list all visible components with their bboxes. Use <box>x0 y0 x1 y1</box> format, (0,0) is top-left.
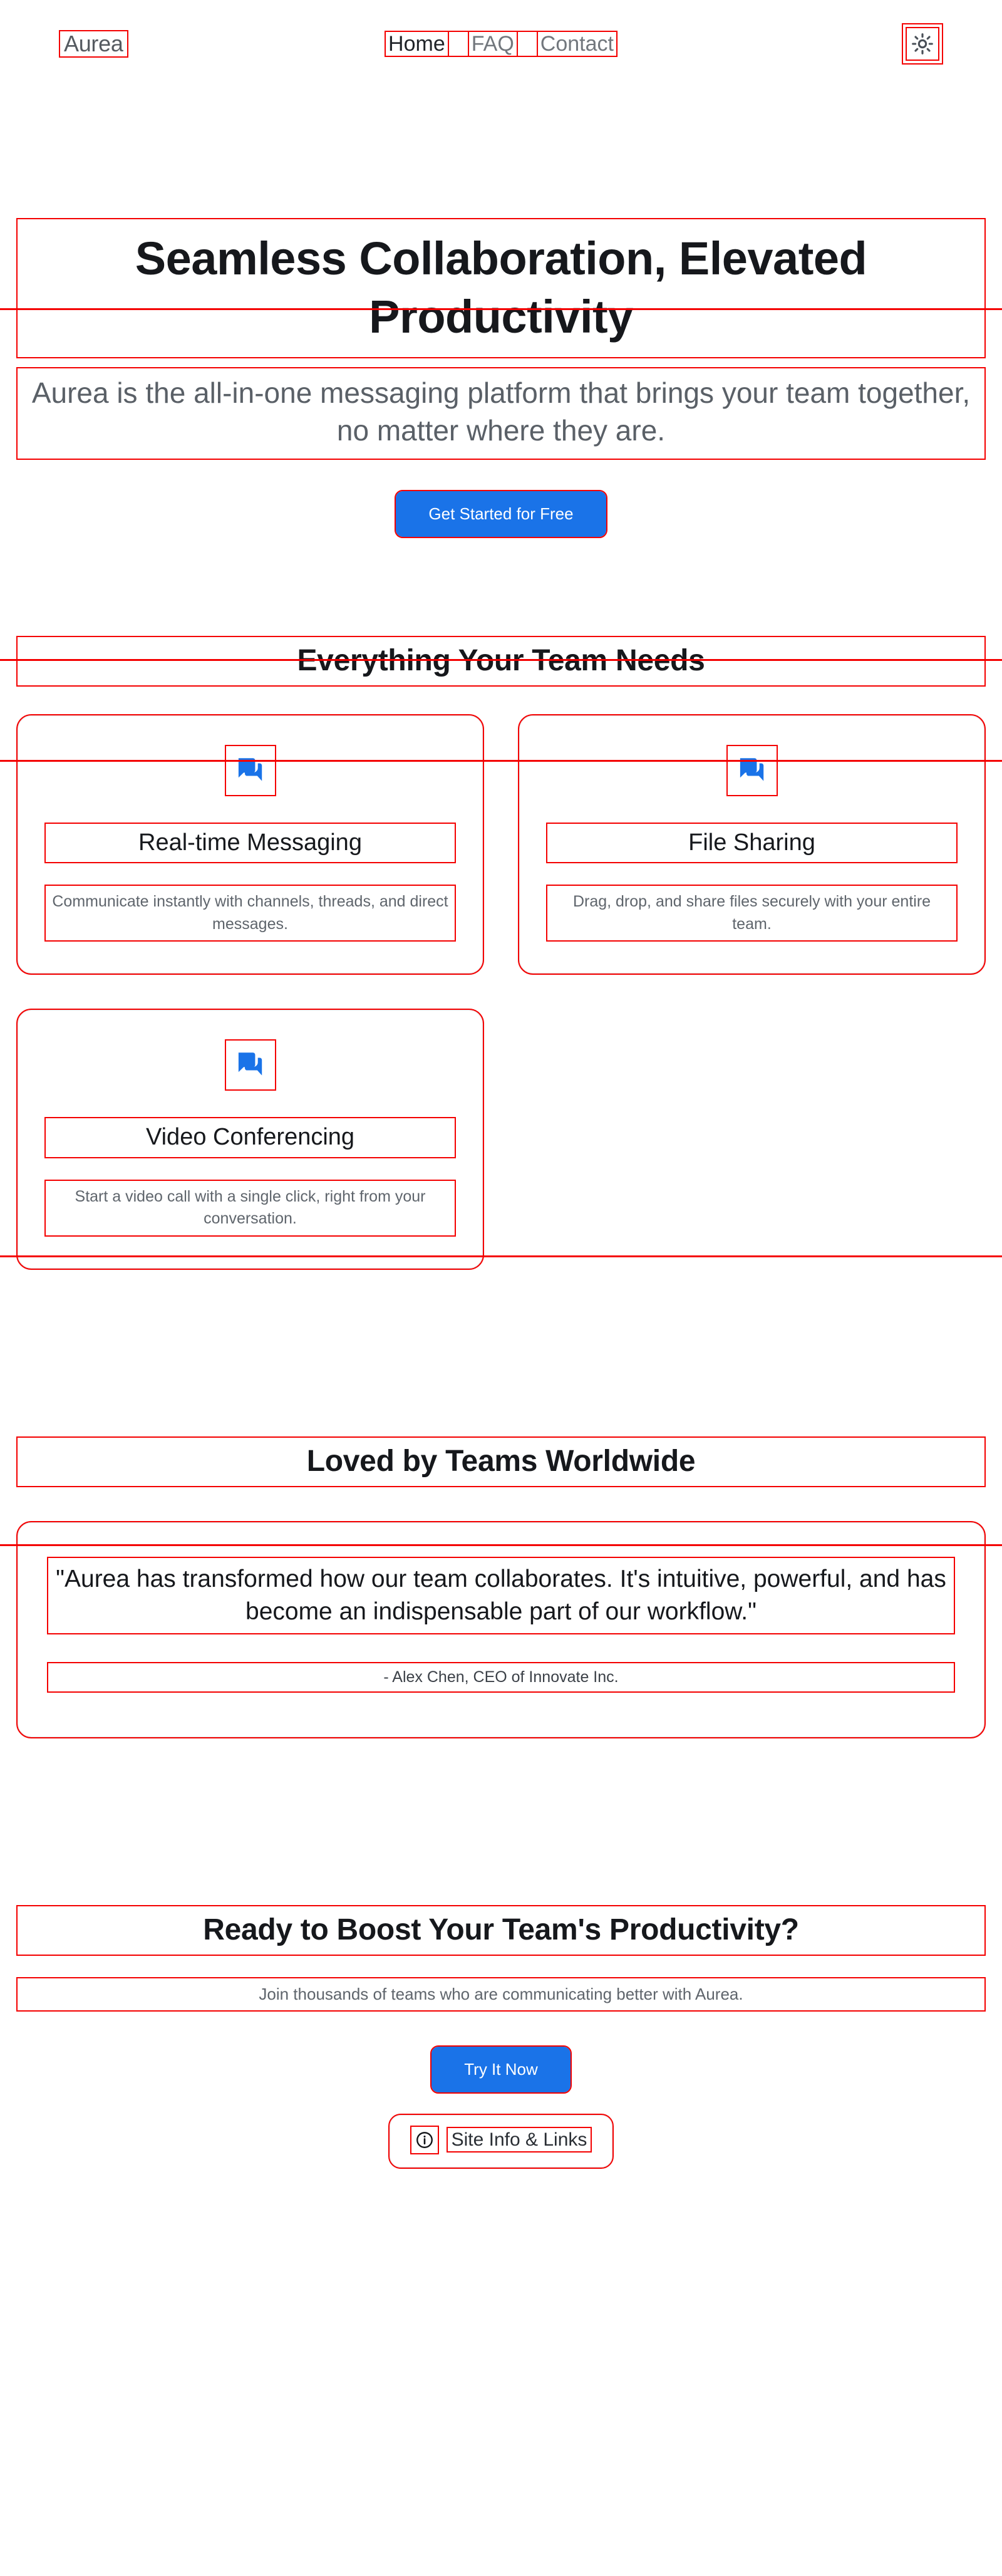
features-heading: Everything Your Team Needs <box>16 635 986 687</box>
info-circle-icon <box>410 2125 439 2154</box>
chat-bubbles-icon <box>224 1039 276 1091</box>
section-divider <box>0 308 1002 310</box>
section-divider <box>0 659 1002 661</box>
page-title: Seamless Collaboration, Elevated Product… <box>16 217 986 359</box>
testimonials-section: Loved by Teams Worldwide "Aurea has tran… <box>0 1269 1002 1739</box>
section-divider <box>0 1255 1002 1257</box>
theme-toggle-button[interactable] <box>902 23 943 65</box>
cta-button-row: Try It Now <box>18 2045 984 2094</box>
footer-label: Site Info & Links <box>446 2127 592 2153</box>
site-header: Aurea Home FAQ Contact <box>0 0 1002 88</box>
feature-title: Video Conferencing <box>44 1117 456 1158</box>
feature-card[interactable]: Real-time Messaging Communicate instantl… <box>16 714 484 975</box>
testimonial-card: "Aurea has transformed how our team coll… <box>16 1520 986 1739</box>
chat-bubbles-icon <box>726 744 778 796</box>
feature-description: Communicate instantly with channels, thr… <box>44 885 456 942</box>
feature-title: Real-time Messaging <box>44 822 456 864</box>
brand-logo[interactable]: Aurea <box>59 30 128 58</box>
hero-section: Seamless Collaboration, Elevated Product… <box>0 88 1002 762</box>
sun-icon <box>906 27 939 61</box>
feature-description: Drag, drop, and share files securely wit… <box>546 885 958 942</box>
try-it-now-button[interactable]: Try It Now <box>430 2045 572 2094</box>
hero-subtitle: Aurea is the all-in-one messaging platfo… <box>16 367 986 460</box>
feature-description: Start a video call with a single click, … <box>44 1179 456 1237</box>
testimonial-author: - Alex Chen, CEO of Innovate Inc. <box>47 1662 955 1693</box>
section-divider <box>0 1544 1002 1546</box>
feature-card-grid: Real-time Messaging Communicate instantl… <box>16 714 986 1270</box>
chat-bubbles-icon <box>224 744 276 796</box>
feature-card[interactable]: Video Conferencing Start a video call wi… <box>16 1009 484 1270</box>
cta-section: Ready to Boost Your Team's Productivity?… <box>0 1737 1002 2094</box>
hero-cta-row: Get Started for Free <box>18 490 984 538</box>
section-divider <box>0 760 1002 762</box>
testimonials-heading: Loved by Teams Worldwide <box>16 1436 986 1487</box>
nav-link-contact[interactable]: Contact <box>536 31 617 57</box>
nav-link-home[interactable]: Home <box>385 31 449 57</box>
main-navigation: Home FAQ Contact <box>385 31 617 57</box>
features-section: Everything Your Team Needs Real-time Mes… <box>0 537 1002 1270</box>
feature-title: File Sharing <box>546 822 958 864</box>
site-info-links-button[interactable]: Site Info & Links <box>388 2113 614 2169</box>
site-footer: Site Info & Links <box>0 2092 1002 2169</box>
cta-heading: Ready to Boost Your Team's Productivity? <box>16 1905 986 1956</box>
cta-subtitle: Join thousands of teams who are communic… <box>16 1977 986 2012</box>
get-started-button[interactable]: Get Started for Free <box>395 490 607 538</box>
testimonial-quote: "Aurea has transformed how our team coll… <box>47 1556 955 1635</box>
feature-card[interactable]: File Sharing Drag, drop, and share files… <box>518 714 986 975</box>
nav-link-faq[interactable]: FAQ <box>467 31 518 57</box>
